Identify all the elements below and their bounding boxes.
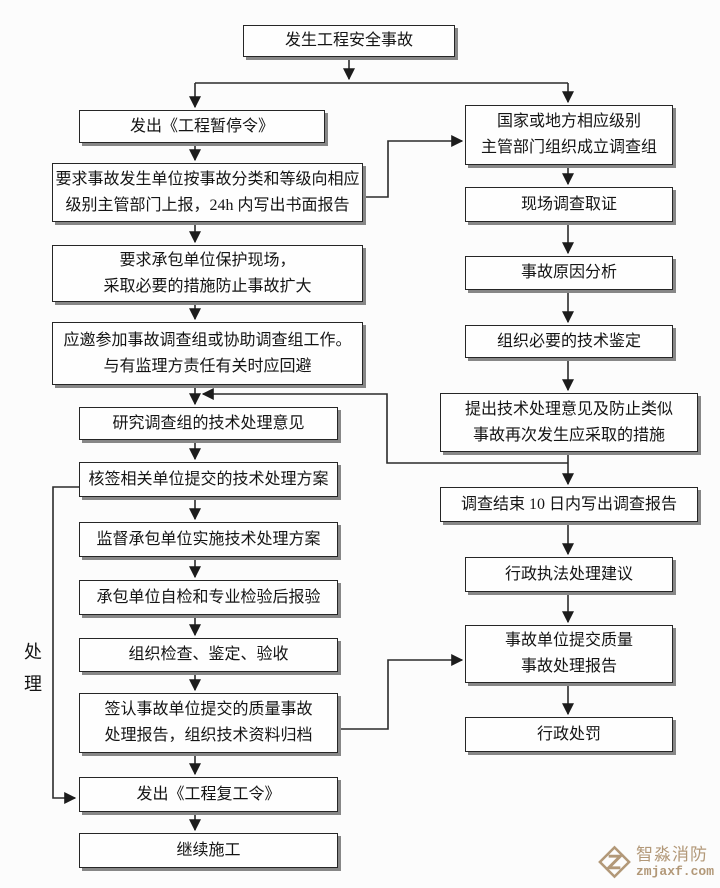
node-site-investigation: 现场调查取证 <box>465 187 673 222</box>
node-accident-unit-submit-report: 事故单位提交质量 事故处理报告 <box>465 625 673 683</box>
node-report-to-authority: 要求事故发生单位按事故分类和等级向相应 级别主管部门上报，24h 内写出书面报告 <box>52 163 363 222</box>
node-issue-resume-order: 发出《工程复工令》 <box>79 777 338 812</box>
node-cause-analysis: 事故原因分析 <box>465 256 673 290</box>
zm-diamond-logo-icon <box>598 845 631 879</box>
process-phase-label: 处 理 <box>24 642 42 694</box>
node-supervise-implementation: 监督承包单位实施技术处理方案 <box>79 522 338 557</box>
node-organize-inspection-acceptance: 组织检查、鉴定、验收 <box>79 638 338 672</box>
node-contractor-self-inspection: 承包单位自检和专业检验后报验 <box>79 580 338 615</box>
node-accident-occurs: 发生工程安全事故 <box>243 25 455 57</box>
node-propose-technical-measures: 提出技术处理意见及防止类似 事故再次发生应采取的措施 <box>440 393 698 452</box>
node-investigation-report-10-days: 调查结束 10 日内写出调查报告 <box>440 487 698 522</box>
node-technical-appraisal: 组织必要的技术鉴定 <box>465 325 673 358</box>
node-admin-penalty: 行政处罚 <box>465 717 673 752</box>
node-continue-construction: 继续施工 <box>79 833 338 868</box>
watermark: 智淼消防 zmjaxf.com <box>597 844 714 880</box>
node-verify-technical-plan: 核签相关单位提交的技术处理方案 <box>79 462 338 497</box>
node-admin-enforcement-suggestion: 行政执法处理建议 <box>465 557 673 592</box>
watermark-url: zmjaxf.com <box>636 864 715 879</box>
node-protect-site: 要求承包单位保护现场， 采取必要的措施防止事故扩大 <box>52 245 363 302</box>
node-join-investigation-team: 应邀参加事故调查组或协助调查组工作。 与有监理方责任有关时应回避 <box>52 322 363 385</box>
watermark-brand-name: 智淼消防 <box>636 845 708 864</box>
node-issue-suspension-order: 发出《工程暂停令》 <box>79 110 325 143</box>
node-sign-accident-report-archive: 签认事故单位提交的质量事故 处理报告，组织技术资料归档 <box>79 693 338 753</box>
node-authority-form-investigation-team: 国家或地方相应级别 主管部门组织成立调查组 <box>465 105 673 165</box>
node-review-technical-opinion: 研究调查组的技术处理意见 <box>79 407 338 440</box>
